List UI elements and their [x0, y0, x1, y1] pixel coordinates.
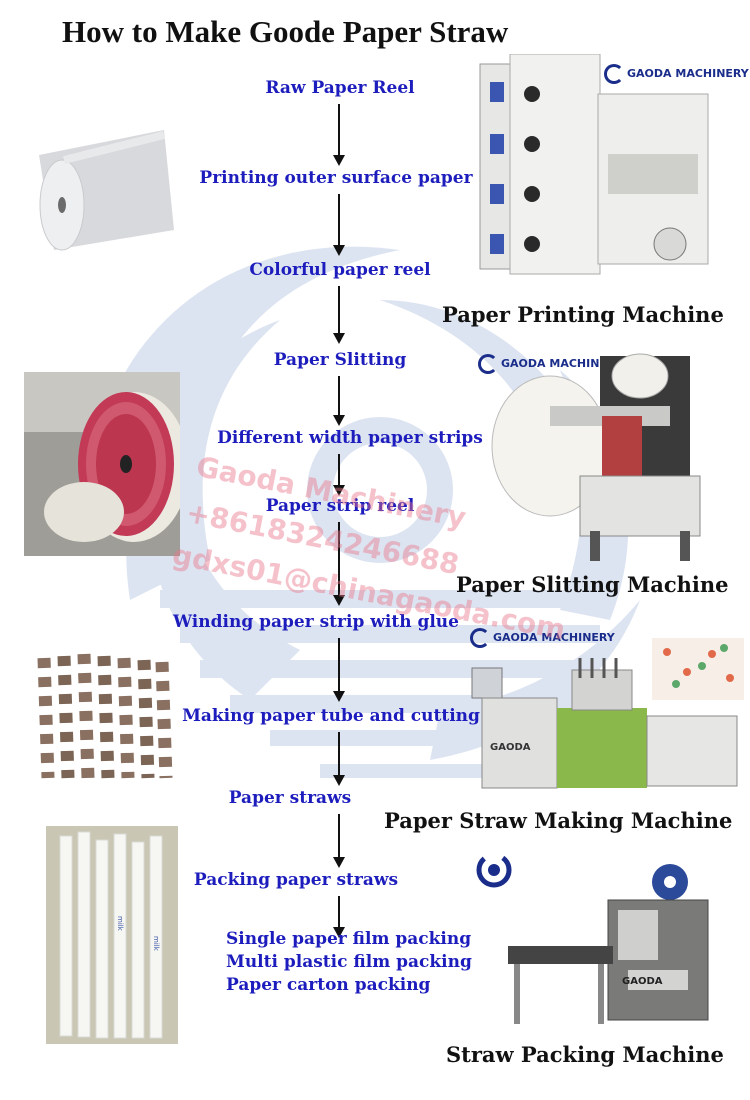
step-colorful-paper-reel: Colorful paper reel	[249, 260, 431, 280]
step-packing-paper-straws: Packing paper straws	[193, 870, 399, 890]
svg-text:milk: milk	[152, 936, 160, 952]
gaoda-logo-icon	[476, 852, 512, 888]
slitting-machine-image	[491, 353, 701, 561]
brand-logo-printing: GAODA MACHINERY	[604, 64, 749, 84]
arrow-down	[333, 638, 345, 702]
straw-making-machine-label: Paper Straw Making Machine	[384, 808, 733, 833]
step-paper-strip-reel: Paper strip reel	[265, 496, 415, 516]
packing-option-single: Single paper film packing	[226, 929, 472, 949]
brand-logo-straw-making: GAODA MACHINERY	[470, 628, 615, 648]
step-making-paper-tube: Making paper tube and cutting	[182, 706, 480, 726]
packing-option-multi: Multi plastic film packing	[226, 952, 472, 972]
straw-making-machine-image	[471, 638, 744, 789]
straw-packing-machine-image	[508, 864, 709, 1024]
step-different-width-strips: Different width paper strips	[217, 428, 483, 448]
packing-options: Single paper film packing Multi plastic …	[226, 928, 472, 997]
slitting-machine-label: Paper Slitting Machine	[456, 572, 729, 597]
arrow-down	[333, 814, 345, 868]
step-paper-slitting: Paper Slitting	[273, 350, 407, 370]
arrow-down	[333, 286, 345, 344]
arrow-down	[333, 194, 345, 256]
gaoda-swirl-icon	[470, 628, 490, 648]
svg-text:milk: milk	[116, 916, 124, 932]
paper-strip-reel-image	[24, 372, 180, 556]
arrow-down	[333, 454, 345, 496]
gaoda-swirl-icon	[604, 64, 624, 84]
gaoda-swirl-icon	[478, 354, 498, 374]
arrow-down	[333, 732, 345, 786]
brand-logo-slitting: GAODA MACHINERY	[478, 354, 623, 374]
arrow-down	[333, 376, 345, 426]
step-winding-paper-strip: Winding paper strip with glue	[173, 612, 459, 632]
step-paper-straws: Paper straws	[228, 788, 352, 808]
raw-paper-reel-image	[24, 120, 184, 260]
step-raw-paper-reel: Raw Paper Reel	[265, 78, 415, 98]
step-printing-outer-surface: Printing outer surface paper	[199, 168, 473, 188]
printing-machine-label: Paper Printing Machine	[442, 302, 724, 327]
printing-machine-image	[479, 54, 709, 275]
packing-option-carton: Paper carton packing	[226, 975, 431, 995]
page-title: How to Make Goode Paper Straw	[62, 14, 509, 49]
paper-straws-image	[26, 650, 176, 780]
packing-machine-brand-tag: GAODA	[622, 976, 663, 987]
packed-straws-image: milk milk	[46, 826, 178, 1044]
straw-packing-machine-label: Straw Packing Machine	[446, 1042, 724, 1067]
arrow-down	[333, 896, 345, 938]
straw-machine-brand-tag: GAODA	[490, 742, 531, 753]
arrow-down	[333, 104, 345, 166]
arrow-down	[333, 522, 345, 606]
